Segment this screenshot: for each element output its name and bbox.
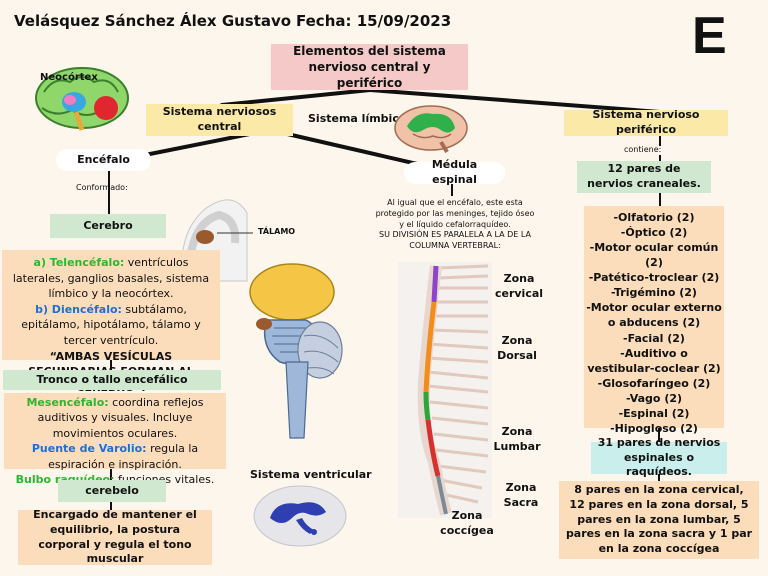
line-title-central <box>220 88 372 107</box>
puente-text: regula la espiración e inspiración. <box>48 442 199 471</box>
spine-image <box>398 262 492 518</box>
cerebro-description: a) Telencéfalo: ventrículos laterales, g… <box>2 250 220 394</box>
telencefalo-label: a) Telencéfalo: <box>33 256 125 269</box>
neocortex-image <box>24 64 136 134</box>
cranial-nerve-item: -Auditivo o vestibular-coclear (2) <box>587 346 721 375</box>
cranial-nerve-item: -Patético-troclear (2) <box>588 271 720 285</box>
medula-desc-line: SU DIVISIÓN ES PARALELA A LA DE LA <box>379 230 531 240</box>
zona-coccigea-label: Zona coccígea <box>440 509 494 538</box>
medula-box: Médula espinal <box>404 158 505 186</box>
telencefalo-text: ventrículos laterales, ganglios basales,… <box>12 256 210 301</box>
author-name: Velásquez Sánchez Álex Gustavo <box>14 12 292 30</box>
cerebelo-description: Encargado de mantener el equilibrio, la … <box>18 508 212 565</box>
tronco-description: Mesencéfalo: coordina reflejos auditivos… <box>4 393 226 486</box>
limbic-label: Sistema límbico <box>308 112 407 125</box>
craneales-box: 12 pares de nervios craneales. <box>577 161 711 193</box>
puente-label: Puente de Varolio: <box>31 442 147 456</box>
cranial-nerve-item: -Motor ocular común (2) <box>589 241 719 270</box>
diencefalo-label: b) Diencéfalo: <box>35 302 122 316</box>
cranial-nerve-item: -Espinal (2) <box>618 406 690 420</box>
conformado-label: Conformado: <box>76 183 128 192</box>
medula-desc-line: protegido por las meninges, tejido óseo <box>375 208 535 218</box>
espinales-description: 8 pares en la zona cervical, 12 pares en… <box>559 481 759 559</box>
zona-lumbar-label: Zona Lumbar <box>493 425 541 454</box>
zona-dorsal-label: Zona Dorsal <box>497 334 537 363</box>
neocortex-label: Neocórtex <box>40 72 98 83</box>
diencefalo-text: subtálamo, epitálamo, hipotálamo, tálamo… <box>21 302 201 348</box>
talamo-label: TÁLAMO <box>258 227 296 236</box>
zona-cervical-label: Zona cervical <box>494 272 544 301</box>
espinales-box: 31 pares de nervios espinales o raquídeo… <box>591 436 727 478</box>
zona-sacra-label: Zona Sacra <box>503 481 539 510</box>
cranial-nerve-item: -Facial (2) <box>623 331 685 345</box>
mesencefalo-label: Mesencéfalo: <box>26 396 109 409</box>
medula-description: Al igual que el encéfalo, este esta prot… <box>366 198 544 252</box>
medula-desc-line: y el líquido cefalorraquídeo. <box>399 219 511 229</box>
diagram-title: Elementos del sistema nervioso central y… <box>271 44 468 90</box>
brainstem-image <box>246 262 344 440</box>
page-letter: E <box>692 7 727 65</box>
cranial-nerve-item: -Motor ocular externo o abducens (2) <box>586 301 722 330</box>
periferico-box: Sistema nervioso periférico <box>564 108 728 136</box>
cranial-nerve-item: -Glosofaríngeo (2) <box>597 376 711 390</box>
craneales-list: -Olfatorio (2) -Óptico (2) -Motor ocular… <box>584 206 724 435</box>
cerebro-box: Cerebro <box>50 214 166 238</box>
limbic-image <box>393 104 469 154</box>
tronco-box: Tronco o tallo encefálico <box>3 370 221 390</box>
central-system-box: Sistema nerviosos central <box>146 104 293 136</box>
cranial-nerve-item: -Hipogloso (2) <box>610 421 698 435</box>
cranial-nerve-item: -Vago (2) <box>625 391 683 405</box>
contiene-label: contiene: <box>624 145 662 154</box>
ventricular-image <box>252 484 348 548</box>
medula-desc-line: Al igual que el encéfalo, este esta <box>387 198 523 207</box>
cranial-nerve-item: -Trigémino (2) <box>611 286 697 300</box>
line-title-periferico <box>368 88 662 114</box>
ventricular-label: Sistema ventricular <box>250 468 372 481</box>
cranial-nerve-item: -Óptico (2) <box>620 226 688 240</box>
medula-desc-line: COLUMNA VERTEBRAL: <box>409 241 501 251</box>
cranial-nerve-item: -Olfatorio (2) <box>613 211 695 224</box>
date-label: Fecha: 15/09/2023 <box>296 12 452 30</box>
mesencefalo-text: coordina reflejos auditivos y visuales. … <box>37 396 204 440</box>
cerebelo-box: cerebelo <box>58 480 166 502</box>
encefalo-box: Encéfalo <box>56 149 151 171</box>
